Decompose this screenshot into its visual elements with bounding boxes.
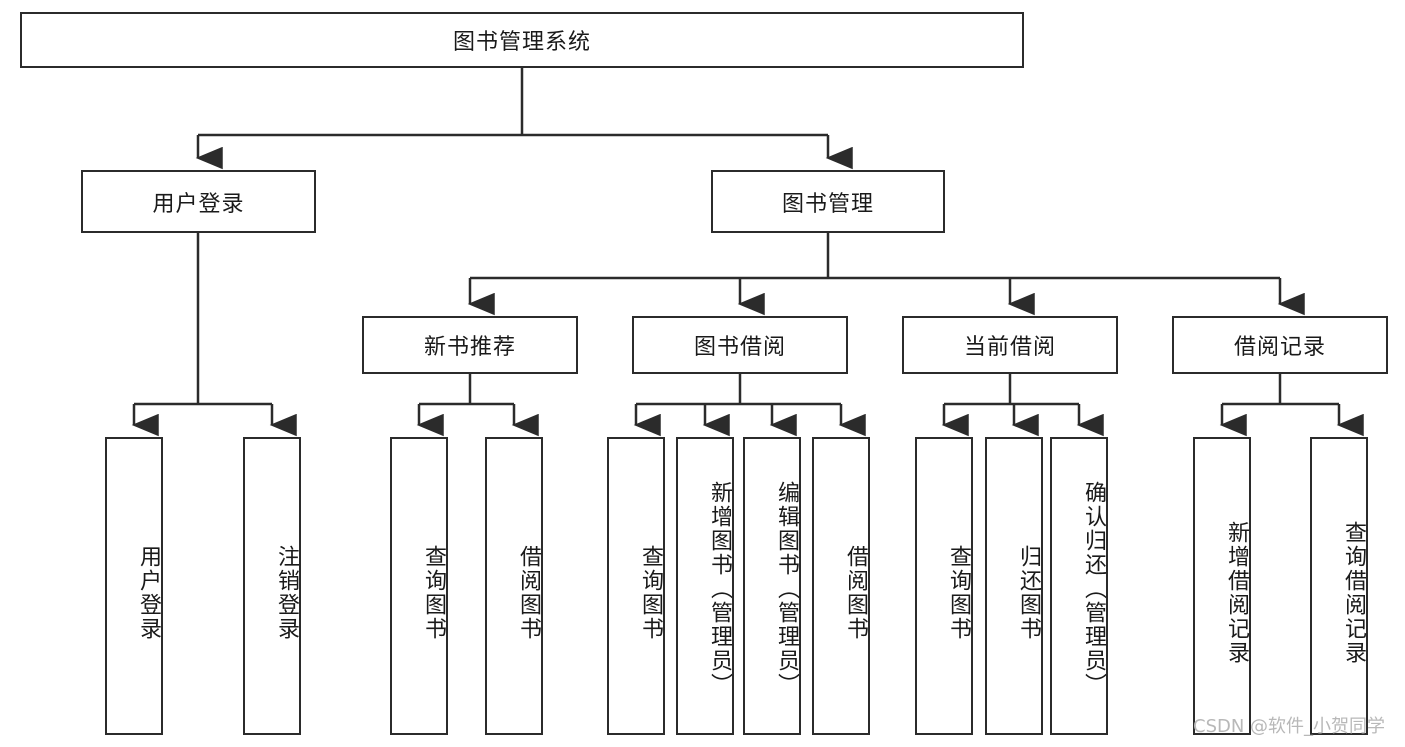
node-leaf-borrow-book-2-label: 借阅图书 bbox=[844, 545, 869, 641]
node-book-borrow[interactable]: 图书借阅 bbox=[632, 316, 848, 374]
node-book-borrow-label: 图书借阅 bbox=[693, 334, 786, 359]
node-leaf-logout-label: 注销登录 bbox=[275, 545, 300, 641]
node-borrow-record-label: 借阅记录 bbox=[1233, 334, 1326, 359]
node-book-manage-label: 图书管理 bbox=[781, 190, 874, 216]
node-leaf-return-book[interactable]: 归还图书 bbox=[985, 437, 1043, 735]
node-leaf-add-record-label: 新增借阅记录 bbox=[1225, 521, 1250, 665]
node-leaf-borrow-book-1-label: 借阅图书 bbox=[517, 545, 542, 641]
node-leaf-user-login-label: 用户登录 bbox=[137, 545, 162, 641]
node-leaf-confirm-return-label: 确认归还（管理员） bbox=[1082, 481, 1107, 697]
node-user-login-label: 用户登录 bbox=[152, 190, 245, 216]
node-leaf-return-book-label: 归还图书 bbox=[1017, 545, 1042, 641]
node-current-borrow[interactable]: 当前借阅 bbox=[902, 316, 1118, 374]
node-user-login[interactable]: 用户登录 bbox=[81, 170, 316, 233]
watermark: CSDN @软件_小贺同学 bbox=[1193, 716, 1386, 737]
node-leaf-query-book-3-label: 查询图书 bbox=[947, 545, 972, 641]
node-leaf-query-book-2-label: 查询图书 bbox=[639, 545, 664, 641]
node-leaf-query-book-1-label: 查询图书 bbox=[422, 545, 447, 641]
node-leaf-query-book-2[interactable]: 查询图书 bbox=[607, 437, 665, 735]
node-leaf-add-record[interactable]: 新增借阅记录 bbox=[1193, 437, 1251, 735]
node-new-book-recommend-label: 新书推荐 bbox=[423, 334, 516, 359]
node-root[interactable]: 图书管理系统 bbox=[20, 12, 1024, 68]
node-current-borrow-label: 当前借阅 bbox=[963, 334, 1056, 359]
node-borrow-record[interactable]: 借阅记录 bbox=[1172, 316, 1388, 374]
node-leaf-query-book-1[interactable]: 查询图书 bbox=[390, 437, 448, 735]
node-root-label: 图书管理系统 bbox=[452, 29, 591, 54]
node-leaf-query-record[interactable]: 查询借阅记录 bbox=[1310, 437, 1368, 735]
node-leaf-edit-book[interactable]: 编辑图书（管理员） bbox=[743, 437, 801, 735]
node-leaf-add-book[interactable]: 新增图书（管理员） bbox=[676, 437, 734, 735]
node-leaf-borrow-book-1[interactable]: 借阅图书 bbox=[485, 437, 543, 735]
node-book-manage[interactable]: 图书管理 bbox=[711, 170, 945, 233]
node-leaf-add-book-label: 新增图书（管理员） bbox=[708, 481, 733, 697]
node-leaf-query-record-label: 查询借阅记录 bbox=[1342, 521, 1367, 665]
node-leaf-query-book-3[interactable]: 查询图书 bbox=[915, 437, 973, 735]
node-leaf-borrow-book-2[interactable]: 借阅图书 bbox=[812, 437, 870, 735]
node-leaf-user-login[interactable]: 用户登录 bbox=[105, 437, 163, 735]
node-leaf-edit-book-label: 编辑图书（管理员） bbox=[775, 481, 800, 697]
node-leaf-confirm-return[interactable]: 确认归还（管理员） bbox=[1050, 437, 1108, 735]
node-leaf-logout[interactable]: 注销登录 bbox=[243, 437, 301, 735]
node-new-book-recommend[interactable]: 新书推荐 bbox=[362, 316, 578, 374]
